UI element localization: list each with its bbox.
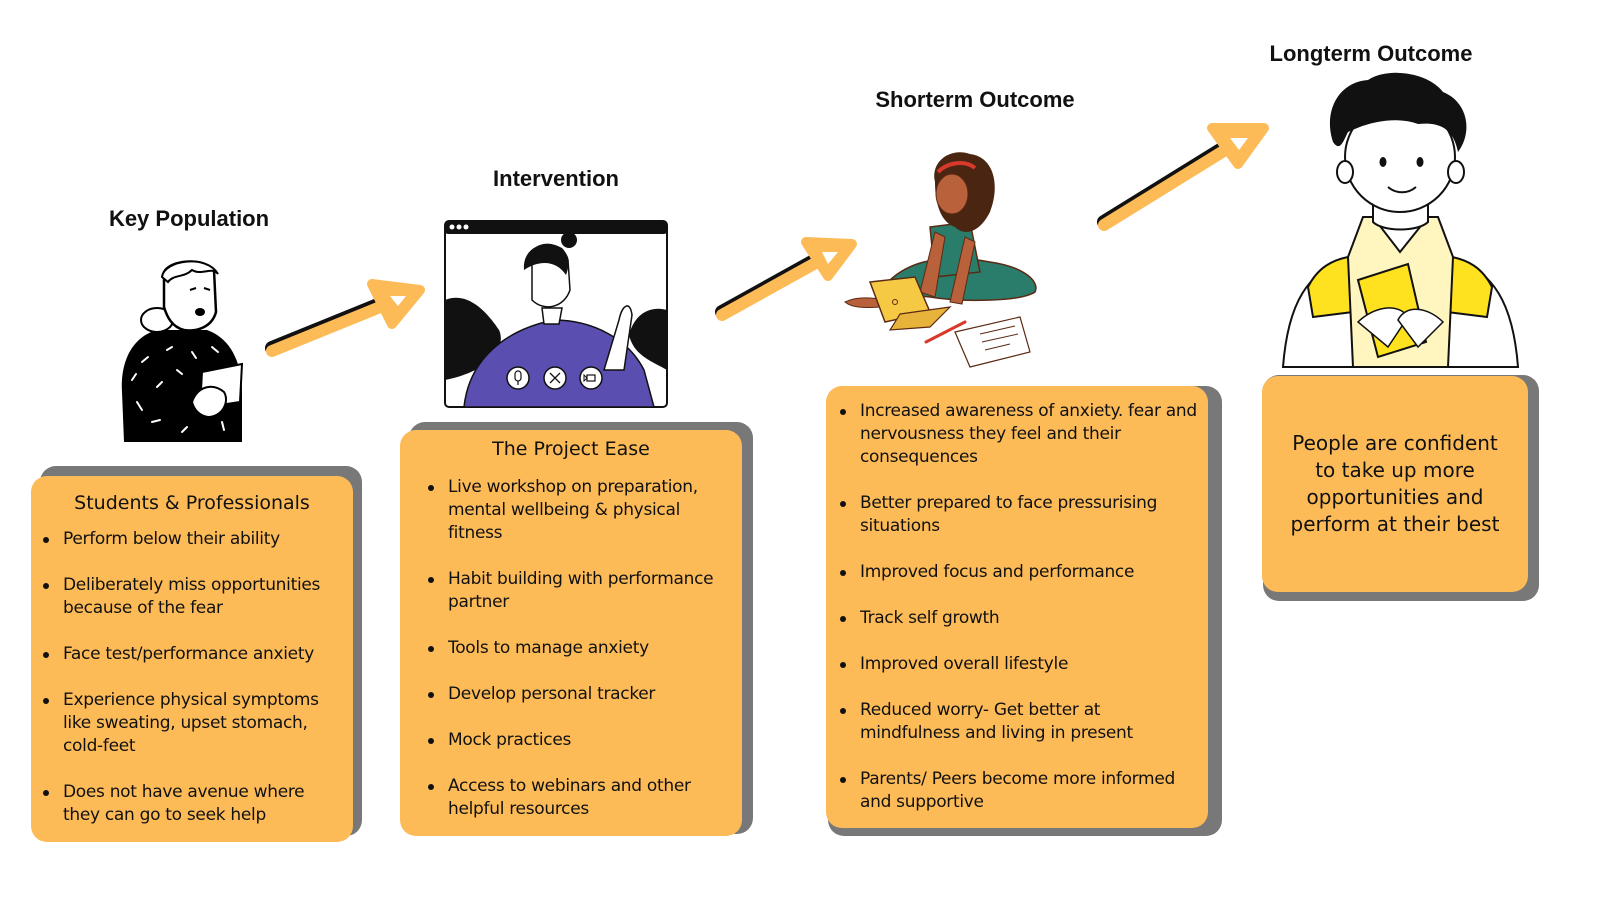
list-item: Tools to manage anxiety	[416, 637, 732, 660]
list-item: Access to webinars and other helpful res…	[416, 775, 732, 821]
camera-button-icon	[579, 366, 603, 390]
list-item: Perform below their ability	[31, 528, 341, 551]
list-item: Better prepared to face pressurising sit…	[828, 492, 1198, 538]
list-item: Deliberately miss opportunities because …	[31, 574, 341, 620]
list-item: Face test/performance anxiety	[31, 643, 341, 666]
card-title: The Project Ease	[492, 438, 650, 460]
confident-person-holding-notebook-icon	[1278, 72, 1522, 368]
list-item: Improved focus and performance	[828, 561, 1198, 584]
list-item: Improved overall lifestyle	[828, 653, 1198, 676]
list-item: Track self growth	[828, 607, 1198, 630]
card-text: People are confident to take up more opp…	[1290, 431, 1500, 536]
list-item: Mock practices	[416, 729, 732, 752]
list-item: Parents/ Peers become more informed and …	[828, 768, 1198, 814]
arrow-right-up-icon	[1097, 123, 1269, 231]
list-item: Does not have avenue where they can go t…	[31, 781, 341, 827]
list-item: Develop personal tracker	[416, 683, 732, 706]
video-call-person-waving-icon	[444, 220, 668, 408]
stage-heading-longterm-outcome: Longterm Outcome	[1269, 41, 1473, 66]
list-item: Experience physical symptoms like sweati…	[31, 689, 341, 758]
list-item: Increased awareness of anxiety. fear and…	[828, 400, 1198, 469]
stage-heading-key-population: Key Population	[108, 206, 270, 231]
list-item: Habit building with performance partner	[416, 568, 732, 614]
anxious-person-reading-note-icon	[112, 252, 252, 444]
list-item: Reduced worry- Get better at mindfulness…	[828, 699, 1198, 745]
list-item: Live workshop on preparation, mental wel…	[416, 476, 732, 545]
card-title: Students & Professionals	[74, 492, 310, 514]
arrow-right-up-icon	[715, 237, 857, 321]
end-call-button-icon	[543, 366, 567, 390]
stage-heading-shorterm-outcome: Shorterm Outcome	[875, 87, 1075, 112]
woman-studying-on-laptop-icon	[840, 142, 1040, 372]
stage-heading-intervention: Intervention	[493, 166, 619, 191]
arrow-right-up-icon	[265, 279, 425, 357]
microphone-button-icon	[506, 366, 530, 390]
